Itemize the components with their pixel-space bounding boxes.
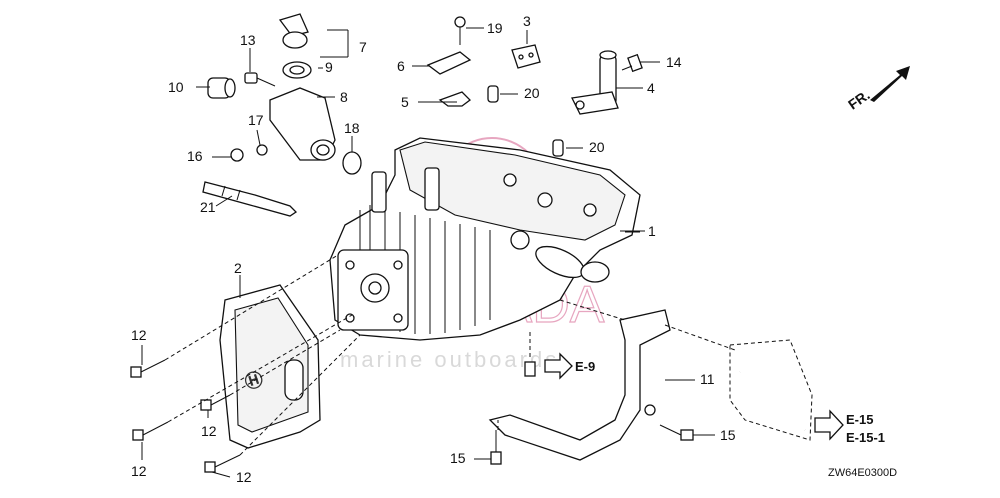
part-14-bolt [621,53,643,73]
callout-15-b: 15 [720,427,736,443]
part-8-housing [269,87,336,161]
part-15-bolt [490,361,694,465]
reference-e9-label[interactable]: E-9 [575,359,595,374]
callout-3: 3 [523,13,531,29]
drawing-code: ZW64E0300D [828,467,897,479]
callout-18: 18 [344,120,360,136]
callout-12-a: 12 [131,327,147,343]
callout-20-a: 20 [524,85,540,101]
front-label: FR. [845,87,873,113]
reference-arrow-e9[interactable]: E-9 [544,352,595,380]
reference-e15-label[interactable]: E-15 [846,412,873,427]
reference-e15-1-label[interactable]: E-15-1 [846,430,885,445]
part-3 [511,44,541,69]
part-head-cover: Ⓗ [219,284,321,449]
part-5-bracket [438,91,471,107]
part-19-bolt [454,16,466,45]
part-20-dowel [487,85,564,157]
callout-12-b: 12 [201,423,217,439]
leader-lines [141,27,715,478]
part-7-cap [278,13,309,49]
part-breather-joint [571,50,619,115]
part-9-seal [282,61,312,79]
callout-7: 7 [359,39,367,55]
callout-16: 16 [187,148,203,164]
callout-9: 9 [325,59,333,75]
callout-17: 17 [248,112,264,128]
reference-arrow-e15[interactable]: E-15 E-15-1 [814,409,885,445]
callout-5: 5 [401,94,409,110]
part-tube [729,339,813,441]
part-18-oring [342,151,362,175]
callout-11: 11 [700,371,715,387]
callout-13: 13 [240,32,256,48]
part-11-shroud [488,309,671,461]
part-21-spark-plug [202,181,298,217]
part-17-washer [256,144,268,156]
callout-12-c: 12 [131,463,147,479]
watermark-tagline: marine outboards [340,347,559,372]
callout-6: 6 [397,58,405,74]
callout-12-d: 12 [236,469,252,485]
callout-10: 10 [168,79,184,95]
connection-lines [164,254,736,456]
callout-21: 21 [200,199,216,215]
part-12-bolt [130,359,241,473]
callout-4: 4 [647,80,655,96]
part-16-nut [230,148,244,162]
part-10-sender [207,77,236,99]
callout-labels: 1 2 3 4 5 6 7 8 9 10 11 12 12 12 12 13 1… [131,13,736,485]
front-direction-indicator: FR. [845,66,910,113]
callout-19: 19 [487,20,503,36]
part-cylinder-block [329,137,641,341]
callout-1: 1 [648,223,656,239]
part-6-plate [426,51,472,75]
callout-20-b: 20 [589,139,605,155]
callout-8: 8 [340,89,348,105]
callout-2: 2 [234,260,242,276]
callout-15-a: 15 [450,450,466,466]
part-13-bolt [244,72,276,87]
svg-text:Ⓗ: Ⓗ [242,368,266,394]
callout-14: 14 [666,54,682,70]
